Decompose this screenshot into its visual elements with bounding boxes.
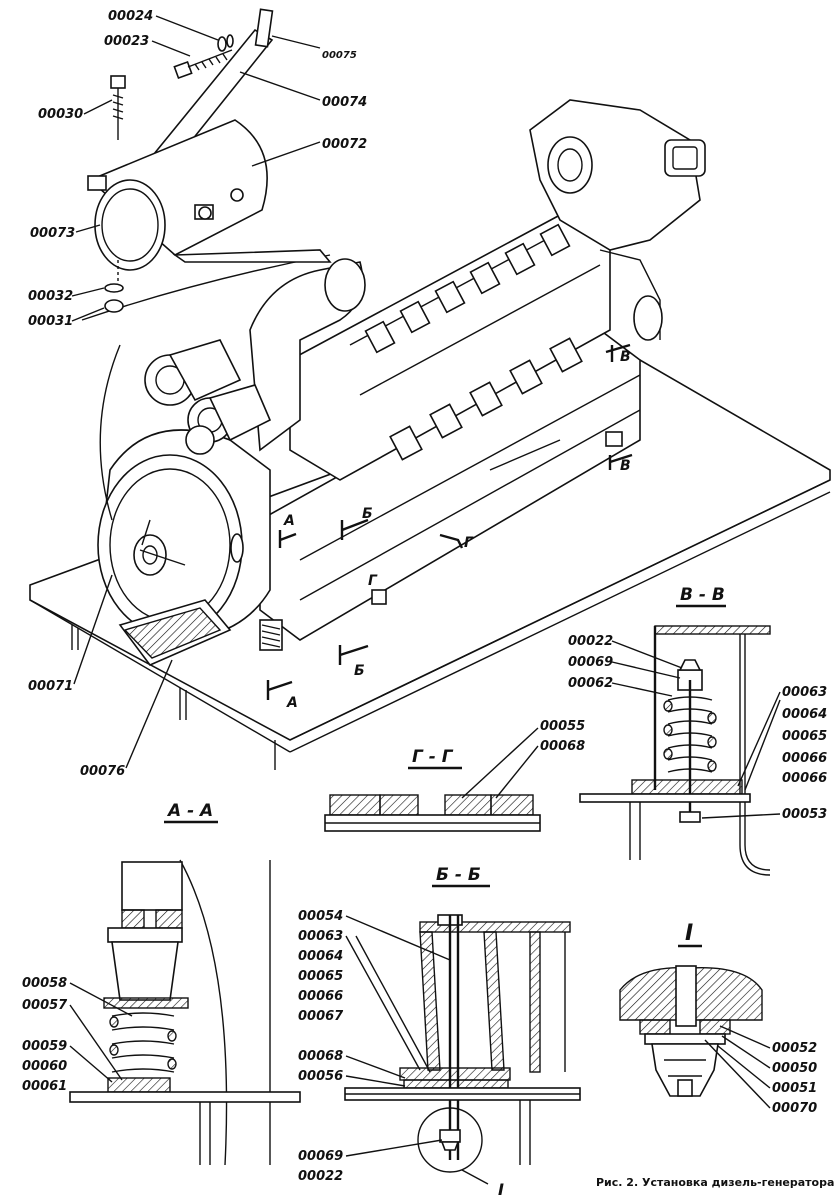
label-00056: 00056 [298,1069,343,1084]
cut-label-b1: Б [362,506,373,522]
label-00066-v1: 00066 [782,751,827,766]
mount-clamp [87,119,332,271]
label-00060: 00060 [22,1059,67,1074]
label-00059: 00059 [22,1039,67,1054]
label-00069-v: 00069 [568,655,613,670]
intake-manifold [249,258,366,452]
section-cut-markers: А А Б Б В В Г Г [266,343,633,711]
label-00031: 00031 [28,314,73,329]
figure-caption: Рис. 2. Установка дизель-генератора [596,1176,834,1189]
label-00065-v: 00065 [782,729,827,744]
label-00030: 00030 [38,107,83,122]
crankcase-doors [389,337,583,461]
section-v-v: В - В 00022 00069 00062 00063 00064 0 [568,585,827,876]
section-g-g: Г - Г 00055 00068 [324,719,585,832]
part-labels-main: 00024 00023 00075 00074 00030 00072 0007… [28,9,367,779]
label-00063-b: 00063 [298,929,343,944]
label-00068-g: 00068 [540,739,585,754]
mounting-springs [259,431,623,651]
label-00057: 00057 [22,998,68,1013]
cylinder-heads [364,223,571,354]
label-00070: 00070 [772,1101,817,1116]
label-00066-v2: 00066 [782,771,827,786]
title-section-a: А - А [166,801,213,821]
title-section-b: Б - Б [436,865,481,885]
label-00055: 00055 [540,719,585,734]
label-00054: 00054 [298,909,343,924]
label-00066-b: 00066 [298,989,343,1004]
exploded-bracket-detail [87,8,332,313]
title-detail-I: I [685,921,693,946]
cut-label-b2: Б [354,663,365,679]
label-00022-b: 00022 [298,1169,343,1184]
section-a-a: А - А 00058 00057 00059 00060 00061 [22,801,301,1166]
label-00051: 00051 [772,1081,817,1096]
label-00058: 00058 [22,976,67,991]
label-00074: 00074 [322,95,367,110]
label-00061: 00061 [22,1079,67,1094]
label-00064-v: 00064 [782,707,827,722]
label-00068-b: 00068 [298,1049,343,1064]
title-section-v: В - В [680,585,725,605]
label-00065-b: 00065 [298,969,343,984]
label-00067: 00067 [298,1009,344,1024]
section-b-b: Б - Б 00054 00063 00064 00065 00066 0006… [298,865,581,1199]
cut-label-g2: Г [368,573,378,589]
label-00022-v: 00022 [568,634,613,649]
label-00073: 00073 [30,226,75,241]
label-00072: 00072 [322,137,367,152]
label-00062: 00062 [568,676,613,691]
detail-circle-I [417,1107,483,1173]
cut-label-a2: А [283,513,295,529]
callout-arc [99,344,121,521]
cut-label-v2: В [620,458,631,474]
label-00075: 00075 [322,50,357,61]
auxiliary-machines [144,339,272,455]
bracket-arm [143,8,274,171]
spring-aa [109,1012,177,1073]
generator [97,429,271,666]
cut-label-g1: Г [464,535,474,551]
title-section-g: Г - Г [412,747,454,767]
turbocharger [529,99,706,341]
bolt-00023 [173,34,234,80]
engine-block [259,214,641,641]
label-00024: 00024 [108,9,153,24]
label-00032: 00032 [28,289,73,304]
label-00050: 00050 [772,1061,817,1076]
cut-label-v1: В [620,349,631,365]
label-00052: 00052 [772,1041,817,1056]
bolt-00030 [104,75,126,313]
label-00063-v: 00063 [782,685,827,700]
label-00053: 00053 [782,807,827,822]
detail-marker-I: I [498,1180,504,1199]
label-00069-b: 00069 [298,1149,343,1164]
main-assembly-view: А А Б Б В В Г Г [29,99,831,770]
label-00023: 00023 [104,34,149,49]
detail-I: I 00052 00050 00051 00070 [619,921,817,1116]
cut-label-a1: А [286,695,298,711]
label-00076: 00076 [80,764,125,779]
label-00064-b: 00064 [298,949,343,964]
spring-vv [663,696,717,773]
label-00071: 00071 [28,679,73,694]
